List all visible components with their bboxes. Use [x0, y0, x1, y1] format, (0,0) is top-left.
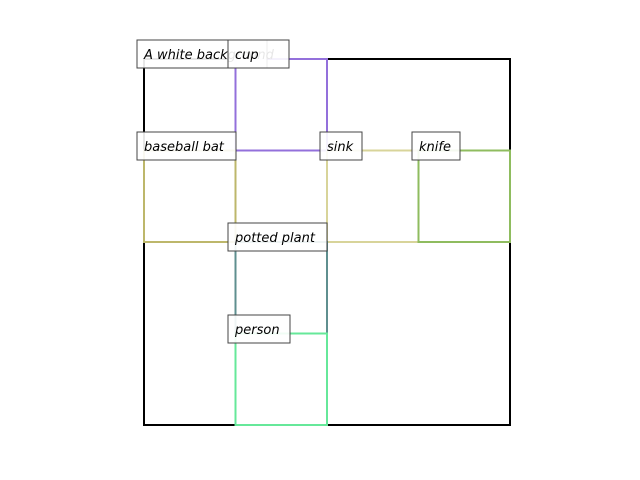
person-label: person: [227, 314, 291, 344]
cup-label: cup: [227, 39, 290, 69]
sink-label: sink: [319, 131, 363, 161]
baseball-bat-box: [143, 149, 237, 243]
svg-text:baseball bat: baseball bat: [144, 140, 225, 155]
svg-text:knife: knife: [419, 140, 451, 155]
knife-box: [417, 149, 511, 243]
svg-text:cup: cup: [235, 48, 259, 63]
svg-text:sink: sink: [327, 140, 354, 155]
svg-text:person: person: [234, 323, 280, 338]
baseball-bat-label: baseball bat: [136, 131, 237, 161]
cup-box: [234, 58, 328, 152]
potted-plant-label: potted plant: [227, 222, 328, 252]
svg-text:potted plant: potted plant: [234, 231, 316, 246]
person-box: [234, 332, 328, 426]
knife-label: knife: [411, 131, 461, 161]
